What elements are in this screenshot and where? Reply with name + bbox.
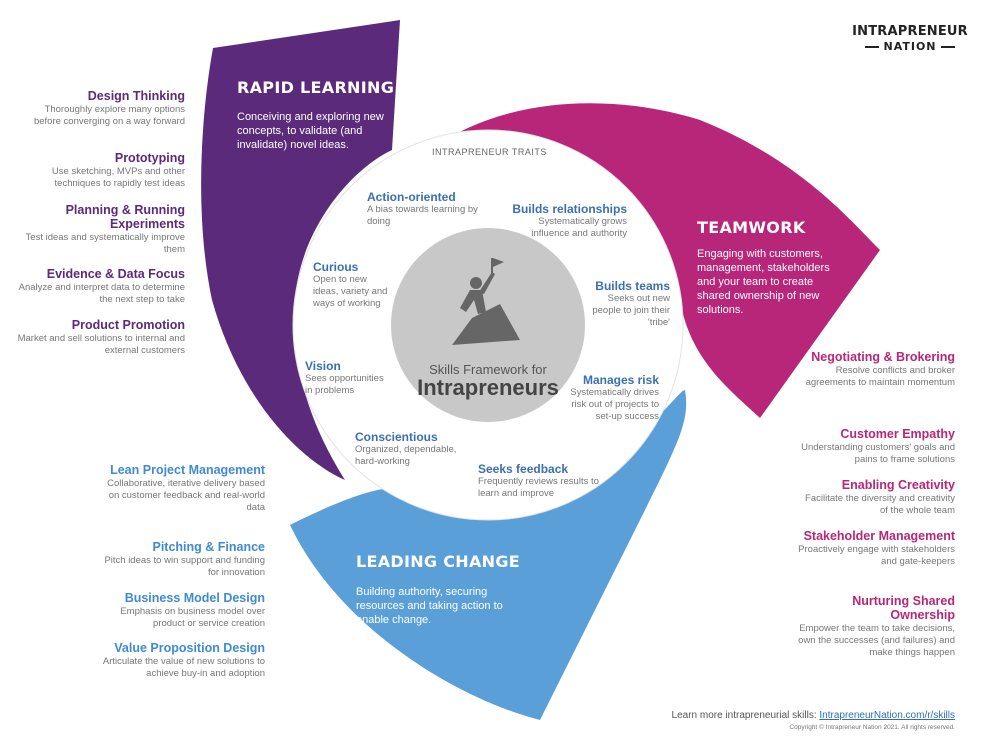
trait-manages-risk: Manages risk Systematically drives risk … (567, 373, 659, 423)
skill-stakeholder-management: Stakeholder Management Proactively engag… (795, 529, 955, 568)
climber-flag-icon (452, 258, 520, 345)
skill-title: Planning & Running Experiments (65, 203, 185, 231)
trait-title: Builds relationships (512, 202, 627, 216)
rapid-learning-desc: Conceiving and exploring new concepts, t… (237, 111, 384, 151)
trait-title: Builds teams (595, 279, 670, 293)
trait-curious: Curious Open to new ideas, variety and w… (313, 260, 393, 310)
skill-title: Lean Project Management (110, 463, 265, 477)
skill-desc: Resolve conflicts and broker agreements … (805, 365, 955, 388)
skill-desc: Understanding customers' goals and pains… (801, 442, 955, 465)
traits-label: INTRAPRENEUR TRAITS (432, 147, 547, 157)
teamwork-desc: Engaging with customers, management, sta… (697, 248, 830, 316)
trait-builds-teams: Builds teams Seeks out new people to joi… (585, 279, 670, 329)
skill-title: Value Proposition Design (114, 641, 265, 655)
trait-desc: Organized, dependable, hard-working (355, 444, 457, 467)
skill-title: Nurturing Shared Ownership (852, 594, 955, 622)
trait-desc: Systematically drives risk out of projec… (570, 387, 659, 422)
trait-desc: Seeks out new people to join their 'trib… (592, 293, 670, 328)
footer-text: Learn more intrapreneurial skills: (671, 710, 820, 721)
center-title: Intrapreneurs (417, 375, 559, 400)
trait-seeks-feedback: Seeks feedback Frequently reviews result… (478, 462, 603, 500)
skill-pitching-finance: Pitching & Finance Pitch ideas to win su… (95, 540, 265, 579)
skill-title: Evidence & Data Focus (46, 267, 185, 281)
trait-desc: Sees opportunities in problems (305, 373, 384, 396)
rapid-learning-shape (201, 20, 400, 480)
skill-desc: Test ideas and systematically improve th… (25, 232, 185, 255)
skill-title: Stakeholder Management (803, 529, 955, 543)
skill-desc: Facilitate the diversity and creativity … (805, 493, 955, 516)
trait-desc: A bias towards learning by doing (367, 204, 478, 227)
skill-value-proposition-design: Value Proposition Design Articulate the … (95, 641, 265, 680)
skill-title: Design Thinking (87, 89, 185, 103)
intrapreneur-nation-logo: INTRAPRENEUR NATION (845, 24, 975, 53)
teamwork-shape (445, 103, 880, 419)
trait-builds-relationships: Builds relationships Systematically grow… (507, 202, 627, 240)
skill-desc: Proactively engage with stakeholders and… (798, 544, 955, 567)
trait-title: Vision (305, 359, 341, 373)
skill-desc: Collaborative, iterative delivery based … (107, 478, 265, 513)
trait-desc: Systematically grows influence and autho… (531, 216, 627, 239)
trait-title: Manages risk (582, 373, 659, 387)
skill-desc: Use sketching, MVPs and other techniques… (51, 166, 185, 189)
skill-title: Prototyping (114, 151, 185, 165)
trait-title: Conscientious (355, 430, 438, 444)
footer: Learn more intrapreneurial skills: Intra… (672, 710, 955, 721)
skill-desc: Emphasis on business model over product … (120, 606, 265, 629)
teamwork-title: TEAMWORK (697, 218, 806, 237)
trait-title: Action-oriented (367, 190, 456, 204)
skill-product-promotion: Product Promotion Market and sell soluti… (15, 318, 185, 357)
skill-desc: Pitch ideas to win support and funding f… (104, 555, 265, 578)
skill-prototyping: Prototyping Use sketching, MVPs and othe… (15, 151, 185, 190)
trait-vision: Vision Sees opportunities in problems (305, 359, 385, 397)
skill-desc: Analyze and interpret data to determine … (18, 282, 185, 305)
skill-title: Business Model Design (124, 591, 265, 605)
skill-title: Customer Empathy (840, 427, 955, 441)
trait-desc: Frequently reviews results to learn and … (478, 476, 599, 499)
trait-desc: Open to new ideas, variety and ways of w… (313, 274, 388, 309)
skill-title: Pitching & Finance (152, 540, 265, 554)
trait-title: Seeks feedback (478, 462, 569, 476)
skill-customer-empathy: Customer Empathy Understanding customers… (795, 427, 955, 466)
trait-title: Curious (313, 260, 359, 274)
skill-lean-project-management: Lean Project Management Collaborative, i… (95, 463, 265, 514)
skill-desc: Thoroughly explore many options before c… (33, 104, 185, 127)
trait-action-oriented: Action-oriented A bias towards learning … (367, 190, 497, 228)
logo-line1: INTRAPRENEUR (852, 24, 968, 39)
skills-link[interactable]: IntrapreneurNation.com/r/skills (819, 710, 955, 721)
skill-title: Product Promotion (71, 318, 185, 332)
skill-desc: Empower the team to take decisions, own … (798, 623, 955, 658)
skill-enabling-creativity: Enabling Creativity Facilitate the diver… (795, 478, 955, 517)
skill-desc: Articulate the value of new solutions to… (102, 656, 265, 679)
leading-change-desc: Building authority, securing resources a… (356, 586, 503, 626)
skill-design-thinking: Design Thinking Thoroughly explore many … (15, 89, 185, 128)
skill-nurturing-shared-ownership: Nurturing Shared Ownership Empower the t… (795, 594, 955, 659)
leading-change-title: LEADING CHANGE (356, 552, 521, 571)
logo-line2: NATION (845, 40, 975, 53)
center-subtitle: Skills Framework for (429, 362, 547, 377)
copyright: Copyright © Intrapreneur Nation 2021. Al… (789, 724, 955, 731)
skill-title: Negotiating & Brokering (811, 350, 955, 364)
skill-negotiating-brokering: Negotiating & Brokering Resolve conflict… (795, 350, 955, 389)
skill-business-model-design: Business Model Design Emphasis on busine… (95, 591, 265, 630)
trait-conscientious: Conscientious Organized, dependable, har… (355, 430, 465, 468)
skill-desc: Market and sell solutions to internal an… (17, 333, 185, 356)
skill-title: Enabling Creativity (841, 478, 955, 492)
rapid-learning-title: RAPID LEARNING (237, 78, 395, 97)
skill-evidence-data: Evidence & Data Focus Analyze and interp… (15, 267, 185, 306)
skill-planning-experiments: Planning & Running Experiments Test idea… (15, 203, 185, 256)
